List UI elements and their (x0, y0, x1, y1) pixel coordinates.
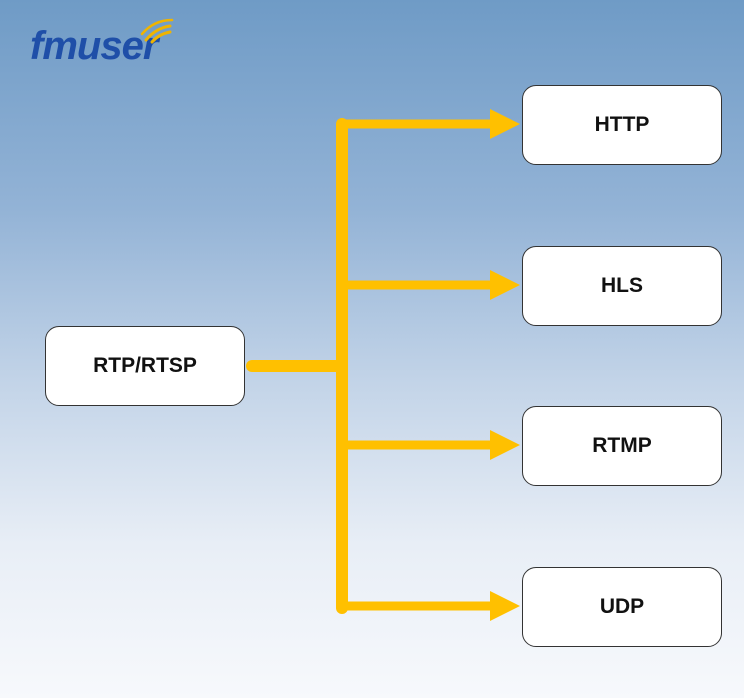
arrow-head-rtmp (490, 430, 520, 460)
target-node-http: HTTP (522, 85, 722, 165)
source-node: RTP/RTSP (45, 326, 245, 406)
arrow-head-http (490, 109, 520, 139)
brand-logo: fmuser (30, 18, 174, 68)
arrow-head-hls (490, 270, 520, 300)
brand-name: fmuser (30, 24, 158, 68)
arrow-head-udp (490, 591, 520, 621)
target-node-hls: HLS (522, 246, 722, 326)
target-node-udp: UDP (522, 567, 722, 647)
signal-wave-icon (140, 18, 174, 44)
target-node-rtmp: RTMP (522, 406, 722, 486)
